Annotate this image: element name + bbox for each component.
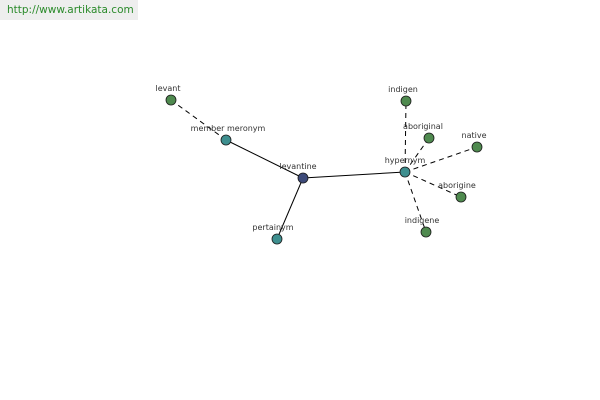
edge-levantine-hypernym bbox=[302, 171, 406, 179]
node-indigen[interactable] bbox=[400, 95, 412, 107]
label-member-meronym: member meronym bbox=[191, 124, 266, 133]
node-native[interactable] bbox=[471, 141, 483, 153]
label-native: native bbox=[462, 131, 487, 140]
watermark-url: http://www.artikata.com bbox=[0, 0, 138, 20]
label-aboriginal: aboriginal bbox=[403, 122, 443, 131]
node-levant[interactable] bbox=[165, 94, 177, 106]
graph-edges bbox=[170, 99, 478, 240]
node-aboriginal[interactable] bbox=[423, 132, 435, 144]
label-aborigine: aborigine bbox=[438, 181, 476, 190]
label-hypernym: hypernym bbox=[385, 156, 426, 165]
label-indigen: indigen bbox=[388, 85, 418, 94]
edge-hypernym-indigen bbox=[404, 100, 407, 173]
node-pertainym[interactable] bbox=[271, 233, 283, 245]
edge-hypernym-aborigine bbox=[404, 171, 462, 198]
graph-labels: levantine member meronym hypernym pertainym… bbox=[156, 84, 487, 232]
label-levantine: levantine bbox=[279, 162, 316, 171]
node-levantine[interactable] bbox=[297, 172, 309, 184]
label-pertainym: pertainym bbox=[252, 223, 293, 232]
label-indigene: indigene bbox=[405, 216, 440, 225]
edge-member-meronym-levant bbox=[170, 99, 227, 141]
edge-hypernym-native bbox=[404, 146, 478, 173]
graph-nodes bbox=[165, 94, 483, 245]
node-indigene[interactable] bbox=[420, 226, 432, 238]
edge-hypernym-indigene bbox=[404, 171, 427, 233]
node-member-meronym[interactable] bbox=[220, 134, 232, 146]
edge-levantine-pertainym bbox=[276, 177, 304, 240]
edge-hypernym-aboriginal bbox=[404, 137, 430, 173]
node-aborigine[interactable] bbox=[455, 191, 467, 203]
label-levant: levant bbox=[156, 84, 181, 93]
edge-levantine-member-meronym bbox=[225, 139, 304, 179]
node-hypernym[interactable] bbox=[399, 166, 411, 178]
